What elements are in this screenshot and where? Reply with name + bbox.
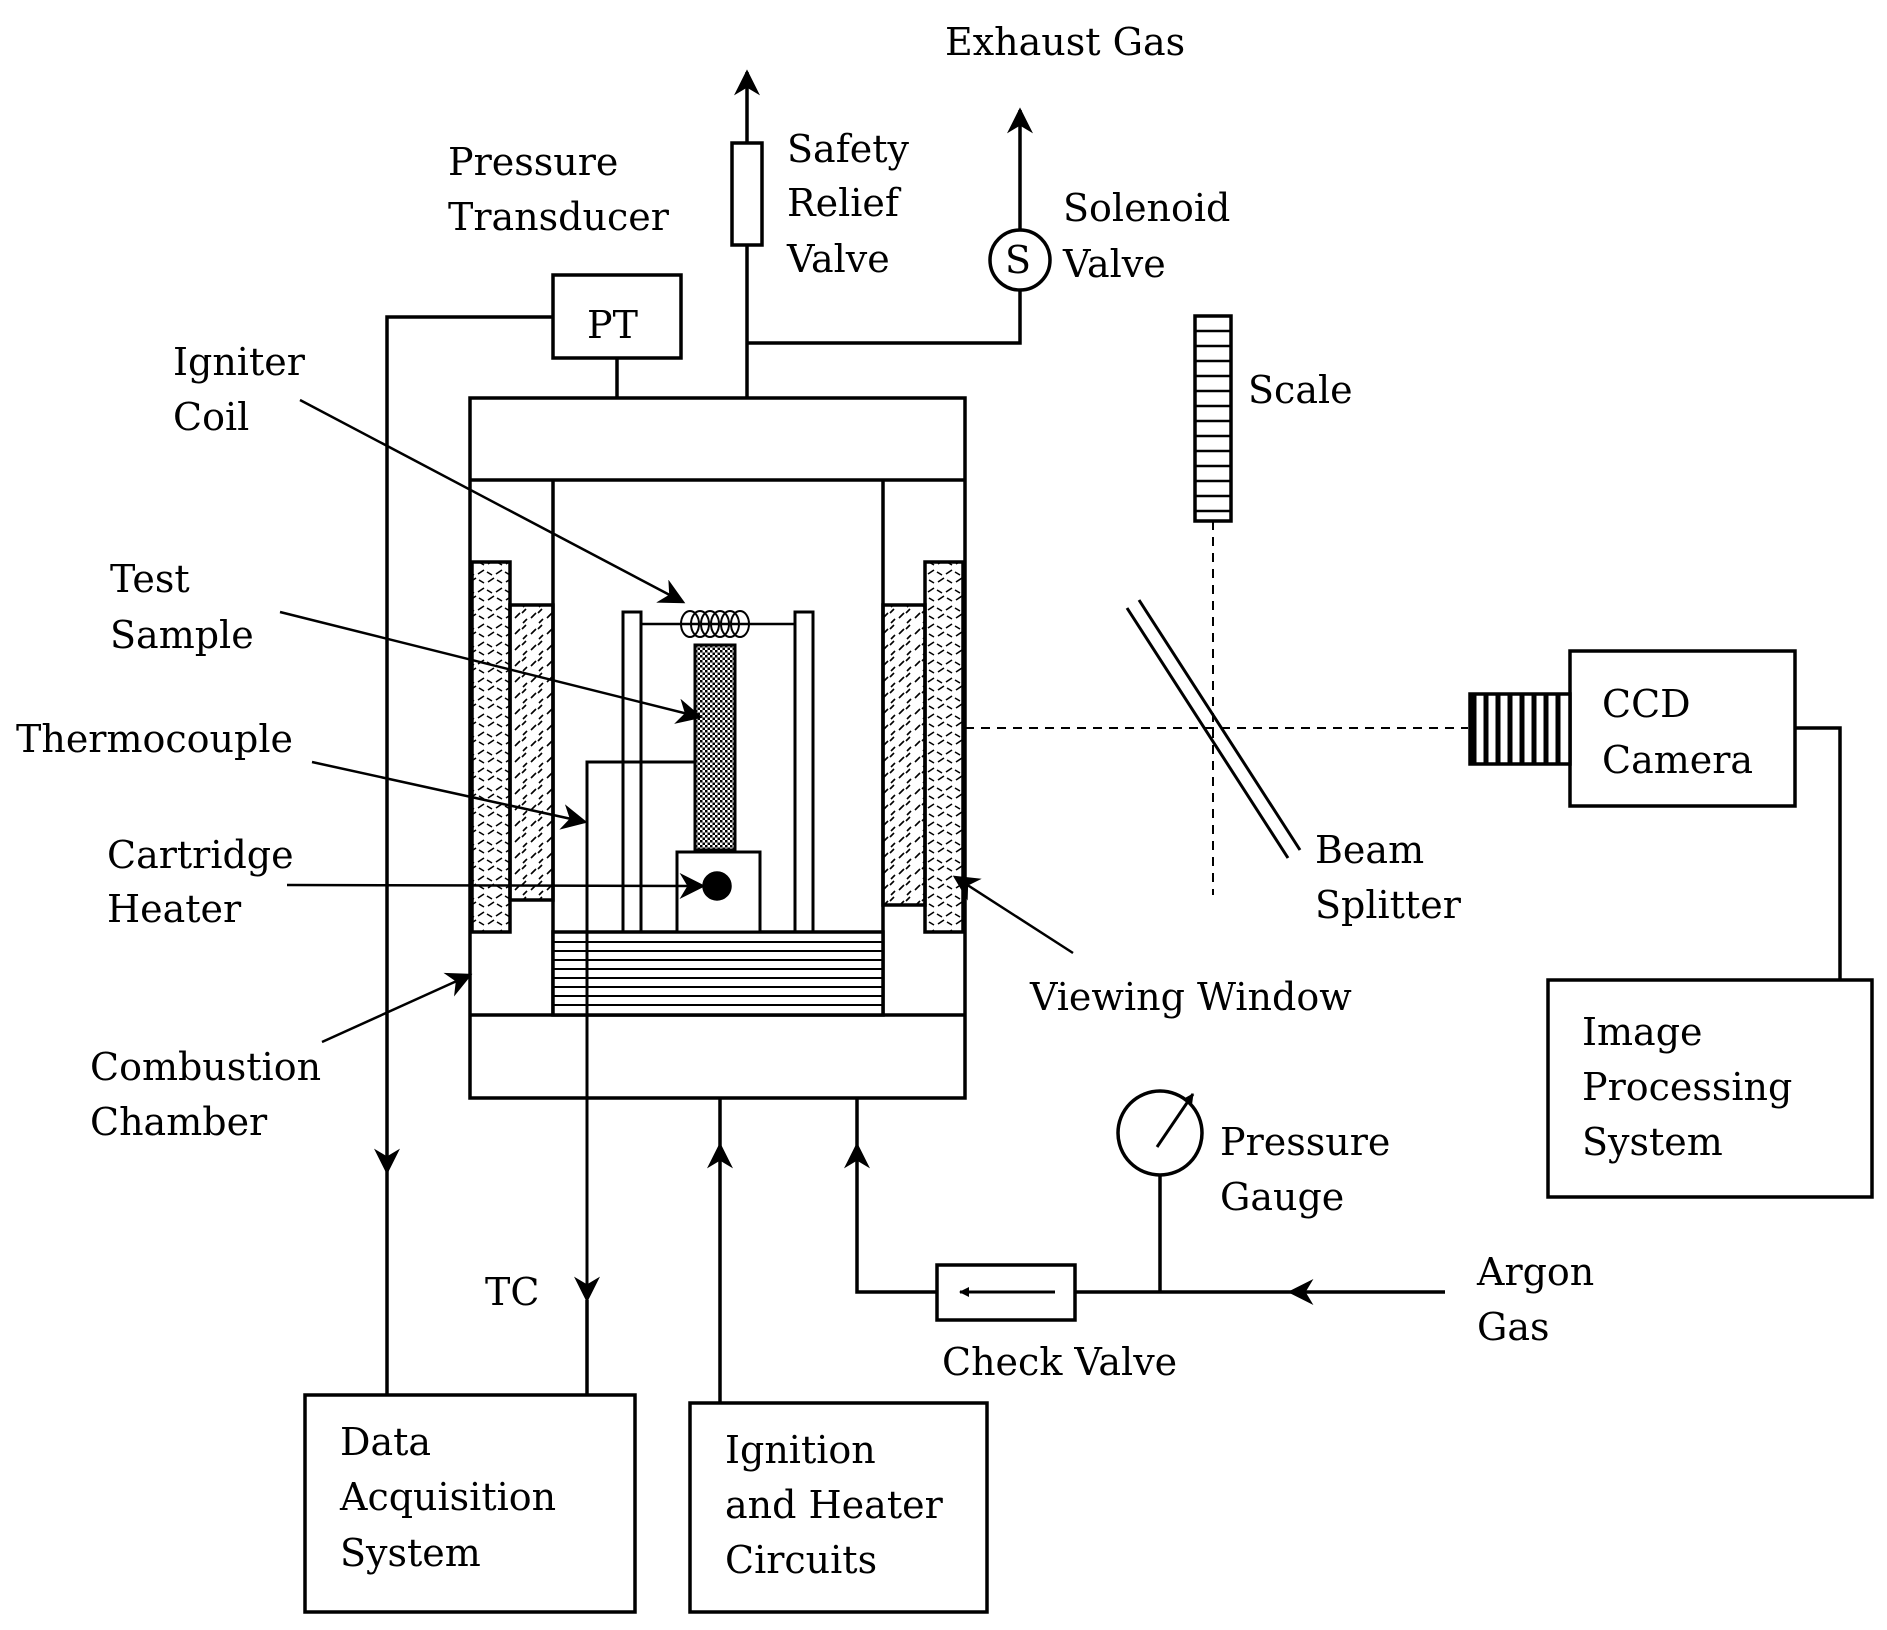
leader-combustion-chamber <box>321 972 473 1044</box>
viewing-window-left-outer <box>470 560 512 934</box>
label-cartridge-heater: Cartridge Heater <box>107 833 306 931</box>
scale-ticks <box>1195 329 1231 513</box>
support-post-left <box>621 610 643 934</box>
viewing-window-right-inner <box>881 603 927 907</box>
label-beam-splitter: Beam Splitter <box>1315 828 1462 927</box>
label-pt: PT <box>587 303 638 347</box>
support-post-right <box>793 610 815 934</box>
check-valve-to-chamber-line <box>844 1142 937 1294</box>
label-image-processing-system: Image Processing System <box>1582 1010 1804 1164</box>
label-data-acquisition-system: Data Acquisition System <box>339 1420 568 1575</box>
ccd-lens-ridges <box>1471 694 1561 764</box>
beam-splitter-plate-b <box>1137 599 1302 851</box>
image-processing-system-box <box>1546 978 1874 1199</box>
leader-igniter-coil <box>299 398 686 604</box>
label-safety-relief-valve: Safety Relief Valve <box>786 127 921 281</box>
chamber-outer-wall <box>468 396 967 1100</box>
leader-thermocouple <box>311 760 588 830</box>
label-check-valve: Check Valve <box>942 1340 1177 1384</box>
data-acquisition-system-box <box>303 1393 637 1614</box>
leader-cartridge-heater <box>286 872 706 899</box>
label-argon-gas: Argon Gas <box>1476 1250 1606 1349</box>
label-test-sample: Test Sample <box>110 557 254 657</box>
beam-splitter-plate-a <box>1125 607 1290 859</box>
label-ccd-camera: CCD Camera <box>1602 682 1753 782</box>
igniter-coil <box>680 610 750 638</box>
label-tc: TC <box>485 1270 539 1314</box>
label-exhaust-gas: Exhaust Gas <box>945 20 1185 64</box>
label-ignition-heater-circuits: Ignition and Heater Circuits <box>725 1428 955 1582</box>
label-solenoid-symbol: S <box>1005 238 1031 282</box>
label-scale: Scale <box>1248 368 1353 412</box>
safety-relief-valve <box>730 141 764 247</box>
solenoid-branch-line <box>747 290 1022 345</box>
label-pressure-gauge: Pressure Gauge <box>1220 1120 1402 1219</box>
label-igniter-coil: Igniter Coil <box>173 340 317 439</box>
pressure-gauge-dial <box>1116 1089 1204 1177</box>
label-thermocouple: Thermocouple <box>16 717 293 761</box>
label-viewing-window: Viewing Window <box>1029 975 1352 1019</box>
ignition-heater-circuits-box <box>688 1401 989 1614</box>
label-pressure-transducer: Pressure Transducer <box>448 140 670 239</box>
leader-viewing-window <box>952 875 1074 955</box>
base-plate <box>551 930 885 1017</box>
viewing-window-right-outer <box>923 560 965 934</box>
leader-test-sample <box>279 610 703 724</box>
thermocouple-wire <box>574 760 695 1303</box>
camera-to-image-processing-line <box>1795 726 1842 980</box>
pressure-gauge-needle <box>1155 1093 1195 1148</box>
base-plate-stripes <box>553 941 883 1006</box>
pt-signal-line <box>374 315 553 1175</box>
label-combustion-chamber: Combustion Chamber <box>90 1045 333 1144</box>
cartridge-heater-element <box>702 871 732 901</box>
ccd-camera-body <box>1568 649 1797 808</box>
test-sample <box>693 643 737 852</box>
label-solenoid-valve: Solenoid Valve <box>1062 186 1242 286</box>
viewing-window-left-inner <box>508 603 555 902</box>
